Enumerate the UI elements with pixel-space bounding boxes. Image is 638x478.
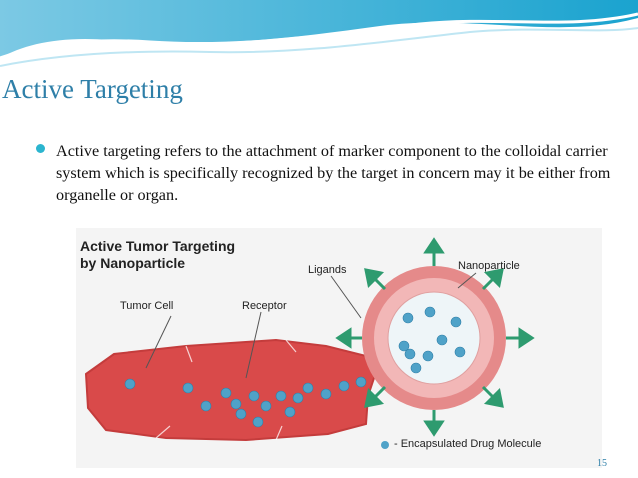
drug-molecule xyxy=(410,362,422,374)
label-tumor-cell: Tumor Cell xyxy=(120,300,174,312)
slide-number: 15 xyxy=(597,458,607,469)
receptor-dot xyxy=(252,416,264,428)
label-nanoparticle: Nanoparticle xyxy=(458,260,520,272)
receptor-dot xyxy=(230,398,242,410)
receptor-dot xyxy=(338,380,350,392)
receptor-dot xyxy=(284,406,296,418)
drug-molecule xyxy=(450,316,462,328)
drug-molecule xyxy=(454,346,466,358)
drug-molecule xyxy=(404,348,416,360)
drug-molecule xyxy=(402,312,414,324)
receptor-dot xyxy=(260,400,272,412)
drug-molecule xyxy=(422,350,434,362)
legend-drug-icon xyxy=(381,441,389,449)
receptor-dot xyxy=(275,390,287,402)
receptor-dot xyxy=(200,400,212,412)
receptor-dot xyxy=(355,376,367,388)
drug-molecule xyxy=(436,334,448,346)
diagram-title: Active Tumor Targeting by Nanoparticle xyxy=(80,238,235,272)
receptor-dot xyxy=(182,382,194,394)
slide-title: Active Targeting xyxy=(2,74,183,104)
nanoparticle-core xyxy=(387,291,481,385)
receptor-dot xyxy=(302,382,314,394)
bullet-text: Active targeting refers to the attachmen… xyxy=(56,142,611,204)
bullet-icon xyxy=(36,144,45,153)
receptor-dot xyxy=(320,388,332,400)
receptor-dot xyxy=(292,392,304,404)
receptor-dot xyxy=(124,378,136,390)
tumor-cell-shape xyxy=(84,338,378,442)
header-wave-decoration xyxy=(0,0,638,67)
legend-label: - Encapsulated Drug Molecule xyxy=(394,438,542,450)
label-ligands: Ligands xyxy=(308,264,347,276)
bullet-item: Active targeting refers to the attachmen… xyxy=(36,140,626,206)
receptor-dot xyxy=(248,390,260,402)
receptor-dot xyxy=(235,408,247,420)
diagram-title-line2: by Nanoparticle xyxy=(80,255,186,271)
receptor-dot xyxy=(220,387,232,399)
diagram-graphic xyxy=(76,228,602,468)
label-receptor: Receptor xyxy=(242,300,287,312)
drug-molecule xyxy=(398,340,410,352)
diagram-title-line1: Active Tumor Targeting xyxy=(80,238,236,254)
targeting-diagram: Active Tumor Targeting by Nanoparticle L… xyxy=(76,228,602,468)
drug-molecule xyxy=(424,306,436,318)
